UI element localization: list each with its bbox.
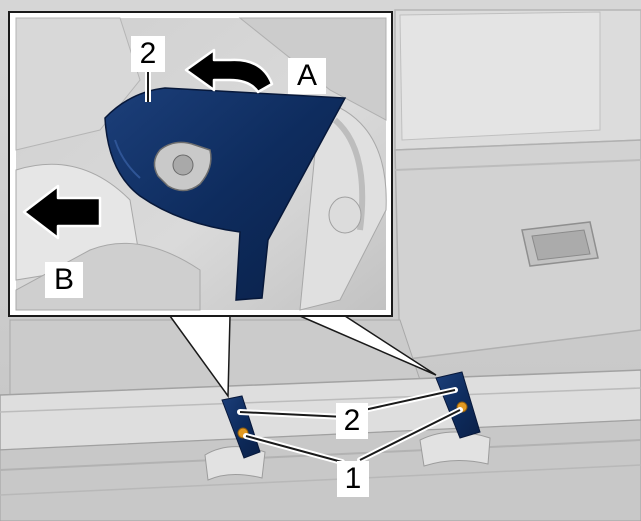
callout-arrow-a-label: A xyxy=(288,58,326,94)
callout-arrow-b-label: B xyxy=(45,262,83,298)
curved-arrow-left-icon xyxy=(184,48,274,94)
right-bracket xyxy=(435,371,481,439)
callout-bracket-label: 2 xyxy=(336,403,368,439)
callout-fastener-label: 1 xyxy=(337,461,369,497)
inset-pointer xyxy=(168,315,437,399)
arrow-left-icon xyxy=(22,184,102,240)
callout-inset-part-label: 2 xyxy=(131,36,165,72)
inset-bracket xyxy=(104,87,347,301)
